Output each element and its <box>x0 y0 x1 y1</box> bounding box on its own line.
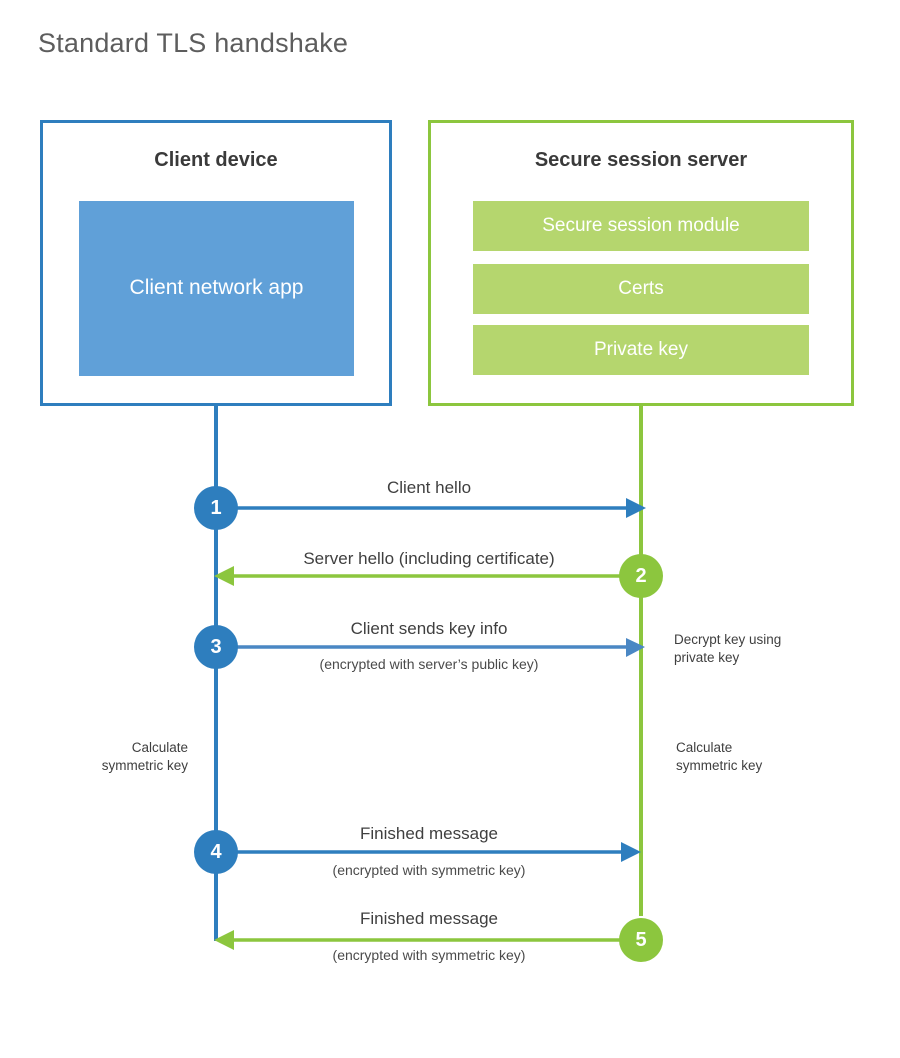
step-number: 2 <box>635 565 647 587</box>
message-label-step-2: Server hello (including certificate) <box>303 549 555 568</box>
note-decrypt-key: Decrypt key using private key <box>674 632 782 666</box>
client-device-box: Client device Client network app <box>40 120 392 406</box>
note-server-calculate-symmetric-key: Calculate symmetric key <box>676 740 763 774</box>
step-number: 1 <box>210 497 222 519</box>
step-circle-3: 3 <box>194 625 238 669</box>
secure-session-server-title: Secure session server <box>534 149 748 171</box>
arrow-step-5 <box>214 930 641 950</box>
server-component-private-key: Private key <box>473 325 809 375</box>
arrow-step-1 <box>216 498 646 518</box>
page-title: Standard TLS handshake <box>38 28 349 58</box>
step-number: 4 <box>210 841 222 863</box>
arrow-step-3 <box>216 638 645 657</box>
step-circle-2: 2 <box>619 554 663 598</box>
message-label-step-1: Client hello <box>386 478 472 497</box>
client-network-app-block: Client network app <box>79 201 354 376</box>
server-component-secure-session-module: Secure session module <box>473 201 809 251</box>
message-label-step-3: Client sends key info <box>350 619 508 638</box>
note-client-calculate-symmetric-key: Calculate symmetric key <box>101 740 188 774</box>
step-circle-4: 4 <box>194 830 238 874</box>
message-label-step-5: Finished message <box>360 909 498 928</box>
message-sublabel-step-3: (encrypted with server’s public key) <box>319 656 539 672</box>
step-number: 3 <box>210 636 222 658</box>
secure-session-server-box: Secure session server Secure session mod… <box>428 120 854 406</box>
arrow-step-4 <box>216 842 641 862</box>
server-component-label: Certs <box>618 278 664 299</box>
client-device-title: Client device <box>154 149 278 171</box>
step-circle-1: 1 <box>194 486 238 530</box>
step-circle-5: 5 <box>619 918 663 962</box>
client-network-app-label: Client network app <box>129 276 304 300</box>
message-sublabel-step-4: (encrypted with symmetric key) <box>332 862 526 878</box>
arrow-step-2 <box>214 566 641 586</box>
message-label-step-4: Finished message <box>360 824 498 843</box>
message-sublabel-step-5: (encrypted with symmetric key) <box>332 947 526 963</box>
server-component-label: Private key <box>594 339 688 360</box>
server-component-certs: Certs <box>473 264 809 314</box>
server-component-label: Secure session module <box>542 215 740 236</box>
step-number: 5 <box>635 929 647 951</box>
